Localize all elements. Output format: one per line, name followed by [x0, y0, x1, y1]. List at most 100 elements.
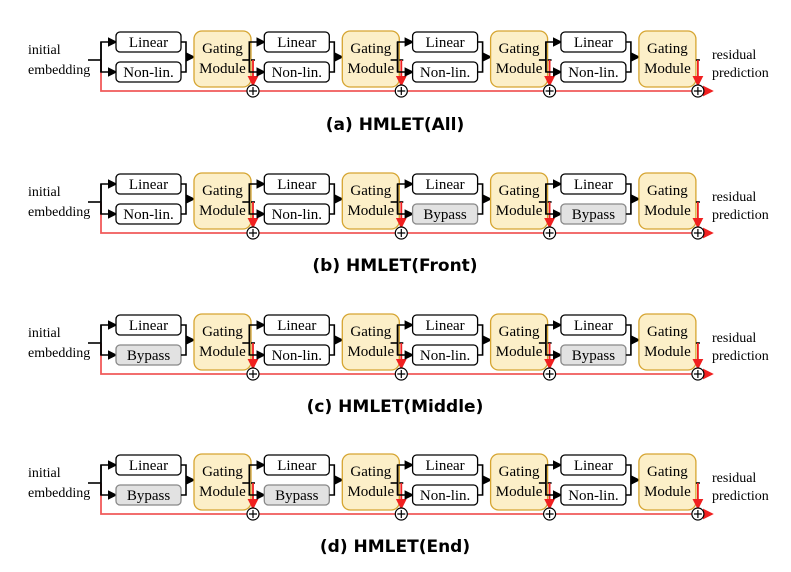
- connector-line: [545, 184, 563, 219]
- connector-line: [625, 41, 632, 73]
- connector-line: [181, 183, 187, 215]
- connector-line: [100, 465, 118, 500]
- plus-icon: [397, 229, 406, 237]
- linear-label: Linear: [129, 458, 168, 474]
- nonlinear-label: Non-lin.: [420, 65, 470, 81]
- connector-line: [329, 41, 336, 73]
- linear-label: Linear: [426, 458, 465, 474]
- plus-icon: [397, 510, 406, 518]
- variant-row-b: initialembeddingresidualpredictionLinear…: [28, 172, 769, 276]
- gating-module: [193, 172, 252, 230]
- connector-line: [248, 325, 266, 360]
- gating-label: Module: [644, 344, 691, 360]
- gating-module: [193, 30, 252, 88]
- connector-line: [181, 464, 187, 496]
- connector-line: [396, 42, 415, 77]
- gating-label: Gating: [350, 464, 391, 480]
- gating-label: Module: [496, 203, 543, 219]
- gating-label: Gating: [647, 183, 688, 199]
- nonlinear-label: Non-lin.: [568, 65, 618, 81]
- connector-line: [100, 37, 118, 72]
- gating-label: Module: [644, 203, 691, 219]
- gating-module: [193, 453, 252, 511]
- plus-icon: [397, 87, 406, 95]
- plus-icon: [397, 370, 406, 378]
- input-label: initial: [28, 466, 61, 481]
- bypass-label: Bypass: [572, 348, 616, 364]
- bypass-label: Bypass: [423, 207, 467, 223]
- output-label: residual: [712, 190, 756, 205]
- output-label: residual: [712, 471, 756, 486]
- gating-module: [638, 453, 697, 511]
- plus-icon: [249, 87, 257, 95]
- gating-label: Module: [199, 61, 246, 77]
- plus-icon: [249, 510, 257, 518]
- connector-line: [396, 325, 415, 360]
- gating-label: Gating: [647, 324, 688, 340]
- gating-label: Module: [347, 484, 394, 500]
- nonlinear-label: Non-lin.: [123, 207, 173, 223]
- connector-line: [329, 464, 336, 496]
- linear-label: Linear: [277, 458, 316, 474]
- gating-label: Module: [347, 344, 394, 360]
- gating-label: Gating: [202, 41, 243, 57]
- connector-line: [248, 184, 266, 219]
- linear-label: Linear: [426, 318, 465, 334]
- plus-icon: [693, 229, 702, 237]
- gating-label: Gating: [202, 464, 243, 480]
- plus-icon: [693, 510, 702, 518]
- gating-label: Gating: [499, 41, 540, 57]
- gating-label: Gating: [647, 464, 688, 480]
- output-label: residual: [712, 331, 756, 346]
- plus-icon: [693, 87, 702, 95]
- gating-label: Module: [496, 344, 543, 360]
- gating-module: [341, 453, 400, 511]
- input-label: embedding: [28, 63, 90, 78]
- linear-label: Linear: [277, 177, 316, 193]
- linear-label: Linear: [277, 318, 316, 334]
- plus-icon: [545, 370, 554, 378]
- connector-line: [329, 324, 336, 356]
- connector-line: [625, 183, 632, 215]
- gating-label: Gating: [350, 324, 391, 340]
- variant-row-c: initialembeddingresidualpredictionLinear…: [28, 313, 769, 417]
- nonlinear-label: Non-lin.: [123, 65, 173, 81]
- input-label: initial: [28, 43, 61, 58]
- connector-line: [625, 324, 632, 356]
- connector-line: [100, 320, 118, 355]
- connector-line: [100, 460, 118, 495]
- gating-module: [638, 172, 697, 230]
- plus-icon: [693, 370, 702, 378]
- variant-row-a: initialembeddingresidualpredictionLinear…: [28, 30, 769, 135]
- input-label: initial: [28, 185, 61, 200]
- connector-line: [248, 465, 266, 500]
- gating-module: [341, 313, 400, 371]
- connector-line: [477, 41, 484, 73]
- gating-label: Module: [496, 61, 543, 77]
- linear-label: Linear: [426, 35, 465, 51]
- output-label: prediction: [712, 489, 769, 504]
- linear-label: Linear: [574, 318, 613, 334]
- bypass-label: Bypass: [127, 488, 171, 504]
- nonlinear-label: Non-lin.: [272, 207, 322, 223]
- nonlinear-label: Non-lin.: [420, 488, 470, 504]
- linear-label: Linear: [129, 318, 168, 334]
- gating-label: Gating: [499, 464, 540, 480]
- gating-module: [489, 313, 549, 371]
- gating-label: Gating: [647, 41, 688, 57]
- gating-module: [489, 30, 549, 88]
- nonlinear-label: Non-lin.: [420, 348, 470, 364]
- caption: (b) HMLET(Front): [312, 256, 477, 276]
- nonlinear-label: Non-lin.: [272, 348, 322, 364]
- caption: (c) HMLET(Middle): [307, 397, 484, 417]
- connector-line: [100, 325, 118, 360]
- gating-label: Gating: [202, 183, 243, 199]
- input-label: initial: [28, 326, 61, 341]
- output-label: residual: [712, 48, 756, 63]
- connector-line: [396, 184, 415, 219]
- gating-label: Module: [496, 484, 543, 500]
- gating-label: Module: [347, 203, 394, 219]
- gating-label: Gating: [350, 41, 391, 57]
- input-label: embedding: [28, 486, 90, 501]
